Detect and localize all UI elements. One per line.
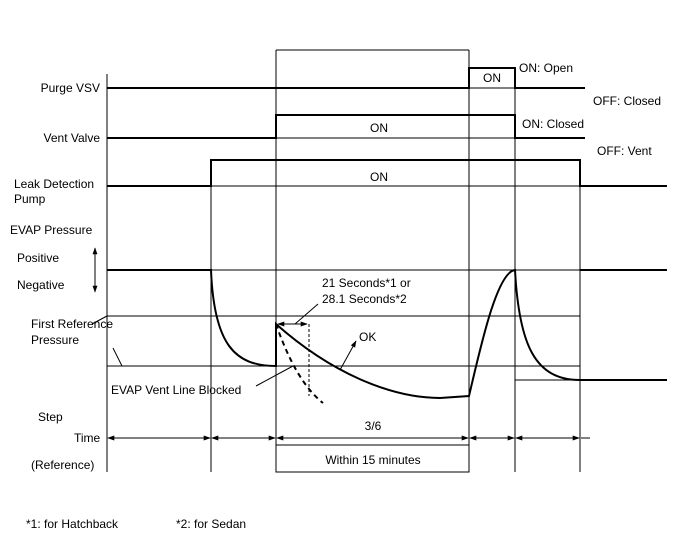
timeline-step-label: Step [38,410,63,424]
state-vent-off-vent: OFF: Vent [597,144,652,158]
blocked-leader [255,365,294,387]
timeline-step-value: 3/6 [365,419,382,433]
seconds-measurement [277,303,319,396]
label-leak-pump-1: Leak Detection [14,177,94,191]
within-time-box [275,444,470,473]
label-first-ref-1: First Reference [31,317,113,331]
state-vent-on-closed: ON: Closed [522,117,584,131]
timeline-time-label: Time [74,431,101,445]
label-negative: Negative [17,278,65,292]
label-leak-pump-2: Pump [14,192,46,206]
evap-pressure-curve [107,268,667,400]
vent-line-blocked-curve [275,323,324,404]
label-evap-pressure: EVAP Pressure [10,223,93,237]
vent-valve-signal [107,114,585,139]
state-purge-on: ON [483,71,501,85]
state-vent-on: ON [370,121,388,135]
state-purge-off-closed: OFF: Closed [593,94,661,108]
timeline-reference-label: (Reference) [31,458,94,472]
label-first-ref-2: Pressure [31,333,79,347]
purge-vsv-signal [107,67,585,89]
annotation-ok: OK [359,330,376,344]
footnote-sedan: *2: for Sedan [176,517,246,531]
ok-leader [339,340,357,371]
annotation-vent-line-blocked: EVAP Vent Line Blocked [111,383,241,397]
annotation-seconds-1: 21 Seconds*1 or [322,276,411,290]
footnote-hatchback: *1: for Hatchback [26,517,119,531]
label-positive: Positive [17,251,59,265]
state-purge-on-open: ON: Open [519,61,573,75]
annotation-seconds-2: 28.1 Seconds*2 [322,292,407,306]
leak-pump-signal [107,159,667,187]
label-vent-valve: Vent Valve [44,131,101,145]
phase-boundaries [210,49,581,472]
label-purge-vsv: Purge VSV [41,81,100,95]
first-ref-leader-top [91,315,108,325]
first-ref-leader-bottom [112,347,123,367]
timeline-time-value: Within 15 minutes [325,453,420,467]
state-pump-on: ON [370,170,388,184]
